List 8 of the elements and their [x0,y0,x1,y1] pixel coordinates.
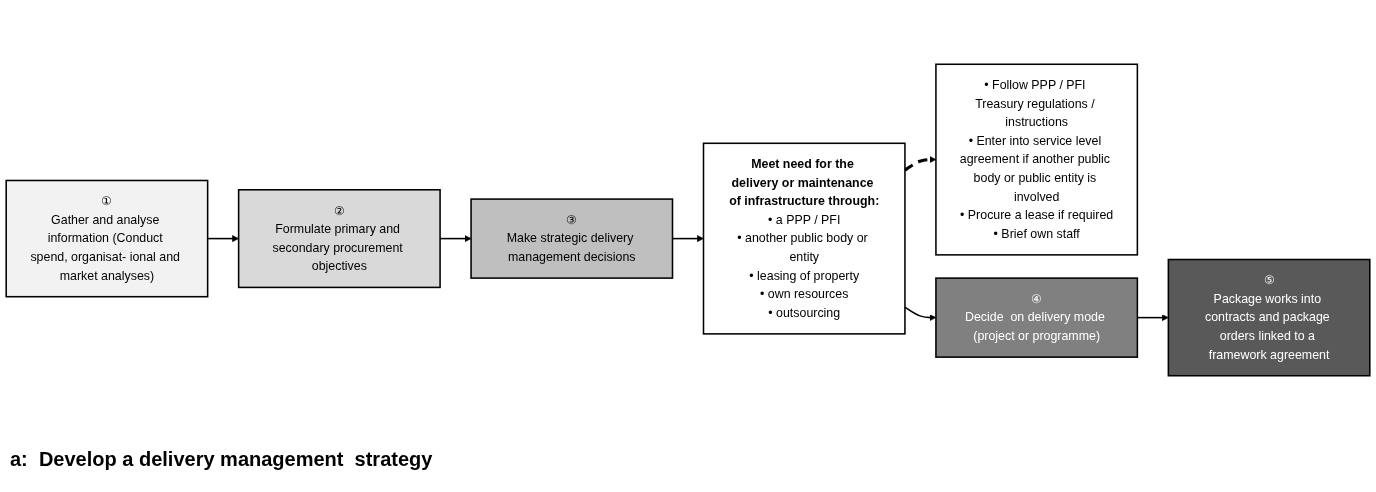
node-box: Meet need for the delivery or maintenance of infrastructure through: • a PPP / PFI • another public body or entity • leasing of property • own resources • outsourcing [702,142,906,335]
node-box: ② Formulate primary and secondary procurement objectives [237,189,441,289]
node-box: ③ Make strategic delivery management decisions [470,198,674,279]
node-box: ① Gather and analyse information (Conduct spend, organisat- ional and market analyses) [5,179,209,298]
node-box: • Follow PPP / PFI Treasury regulations / instructions • Enter into service level agreement if another public body or public entity is involved • Procure a lease if required • Brief own staff [935,63,1139,256]
node-box: ④ Decide on delivery mode (project or programme) [935,277,1139,358]
node-box: ⑤ Package works into contracts and package orders linked to a framework agreement [1167,258,1371,377]
caption: a: Develop a delivery management strategy [10,448,433,471]
